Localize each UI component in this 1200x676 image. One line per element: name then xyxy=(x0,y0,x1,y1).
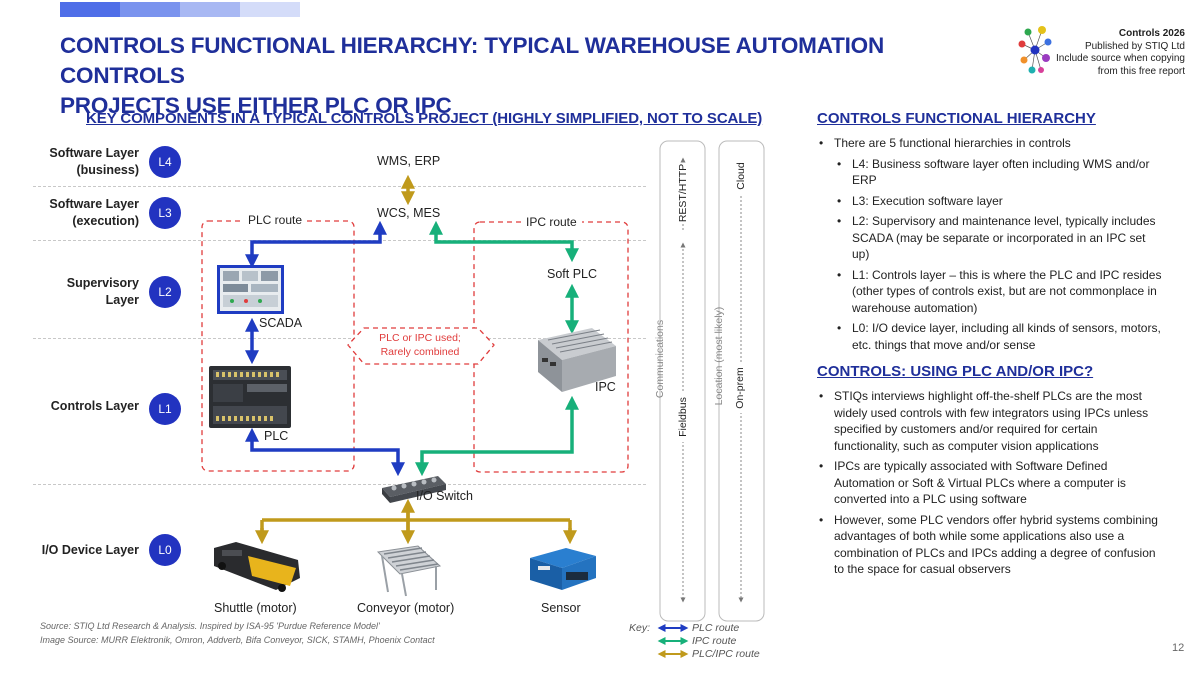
layer-divider xyxy=(33,338,646,339)
key-plc-ipc-label: PLC/IPC route xyxy=(692,648,760,660)
conveyor-icon xyxy=(376,545,442,597)
plc-route-label: PLC route xyxy=(243,213,308,227)
layer-badge-l1: L1 xyxy=(149,393,181,425)
communications-top-label: REST/HTTP xyxy=(677,163,689,223)
layer-l4-name: Software Layer xyxy=(49,146,139,160)
node-conveyor: Conveyor (motor) xyxy=(357,601,455,615)
layer-badge-l2: L2 xyxy=(149,276,181,308)
page-title-line-2: PROJECTS USE EITHER PLC OR IPC xyxy=(60,93,452,118)
header-bar-segment-1 xyxy=(60,2,120,17)
stiq-logo-icon xyxy=(1018,26,1052,74)
layer-label-l2: Supervisory Layer xyxy=(33,275,139,309)
source-note: Source: STIQ Ltd Research & Analysis. In… xyxy=(40,621,380,631)
layer-divider xyxy=(33,186,646,187)
bullet-item: L1: Controls layer – this is where the P… xyxy=(817,267,1162,317)
plc-ipc-heading: CONTROLS: USING PLC AND/OR IPC? xyxy=(817,363,1094,380)
page-title-line-1: CONTROLS FUNCTIONAL HIERARCHY: TYPICAL W… xyxy=(60,33,885,88)
location-bottom-label: On-prem xyxy=(734,363,746,413)
layer-l1-name: Controls Layer xyxy=(50,399,139,413)
blue-route-scada-wcs xyxy=(245,220,387,269)
plc-or-ipc-callout xyxy=(347,327,495,365)
brand-report-title: Controls 2026 xyxy=(1118,28,1185,39)
brand-publisher: Published by STIQ Ltd xyxy=(1084,40,1185,52)
bullet-item: There are 5 functional hierarchies in co… xyxy=(817,135,1162,152)
bullet-item: IPCs are typically associated with Softw… xyxy=(817,458,1162,508)
hierarchy-bullet-list: There are 5 functional hierarchies in co… xyxy=(817,135,1162,357)
plc-ipc-bullet-list: STIQs interviews highlight off-the-shelf… xyxy=(817,388,1162,582)
location-label: Location (most likely) xyxy=(713,306,725,406)
layer-l2-sub: Layer xyxy=(105,293,139,307)
plc-or-ipc-note-line1: PLC or IPC used; xyxy=(379,332,461,344)
industrial-pc-icon xyxy=(538,328,616,392)
key-plc-label: PLC route xyxy=(692,622,740,634)
header-bar-segment-2 xyxy=(120,2,180,17)
node-scada: SCADA xyxy=(259,316,303,330)
node-sensor: Sensor xyxy=(541,601,581,615)
layer-label-l1: Controls Layer xyxy=(33,398,139,415)
shuttle-icon xyxy=(214,542,300,592)
layer-l3-sub: (execution) xyxy=(72,214,139,228)
layer-divider xyxy=(33,484,646,485)
bullet-item: STIQs interviews highlight off-the-shelf… xyxy=(817,388,1162,454)
brand-notice: Controls 2026 Published by STIQ Ltd Incl… xyxy=(1025,28,1185,78)
brand-copy-note: Include source when copying xyxy=(1056,53,1185,64)
page-number: 12 xyxy=(1172,642,1185,654)
layer-label-l4: Software Layer (business) xyxy=(33,145,139,179)
bullet-item: L4: Business software layer often includ… xyxy=(817,156,1162,189)
diagram-heading: KEY COMPONENTS IN A TYPICAL CONTROLS PRO… xyxy=(86,110,763,127)
plc-or-ipc-note: PLC or IPC used; Rarely combined xyxy=(352,331,488,359)
io-switch-icon xyxy=(382,476,446,503)
key-ipc-label: IPC route xyxy=(692,635,737,647)
node-plc: PLC xyxy=(264,429,289,443)
layer-label-l0: I/O Device Layer xyxy=(33,542,139,559)
blue-route-plc-switch xyxy=(245,427,405,477)
header-bar-segment-4 xyxy=(240,2,300,17)
node-ipc: IPC xyxy=(595,380,616,394)
key-label: Key: xyxy=(629,622,651,634)
plc-unit-icon xyxy=(209,366,291,428)
green-route-wcs-softplc xyxy=(429,220,579,263)
header-bar-segment-3 xyxy=(180,2,240,17)
brand-free-report: from this free report xyxy=(1097,65,1185,77)
green-route-ipc-switch xyxy=(415,395,579,477)
layer-label-l3: Software Layer (execution) xyxy=(33,196,139,230)
location-top-label: Cloud xyxy=(735,156,747,196)
layer-l4-sub: (business) xyxy=(76,163,139,177)
layer-badge-l0: L0 xyxy=(149,534,181,566)
communications-bottom-label: Fieldbus xyxy=(677,392,689,442)
communications-label: Communications xyxy=(654,319,666,399)
gold-route-io xyxy=(260,503,572,535)
layer-l2-name: Supervisory xyxy=(66,276,139,290)
bullet-item: However, some PLC vendors offer hybrid s… xyxy=(817,512,1162,578)
node-wms-erp: WMS, ERP xyxy=(377,154,441,168)
bullet-item: L0: I/O device layer, including all kind… xyxy=(817,320,1162,353)
layer-l0-name: I/O Device Layer xyxy=(41,543,139,557)
plc-or-ipc-note-line2: Rarely combined xyxy=(380,346,460,358)
node-io-switch: I/O Switch xyxy=(416,489,473,503)
node-shuttle: Shuttle (motor) xyxy=(214,601,297,615)
layer-l3-name: Software Layer xyxy=(49,197,139,211)
page-title: CONTROLS FUNCTIONAL HIERARCHY: TYPICAL W… xyxy=(60,31,980,121)
bullet-item: L2: Supervisory and maintenance level, t… xyxy=(817,213,1162,263)
image-source-note: Image Source: MURR Elektronik, Omron, Ad… xyxy=(40,635,435,645)
layer-badge-l3: L3 xyxy=(149,197,181,229)
layer-badge-l4: L4 xyxy=(149,146,181,178)
hierarchy-heading: CONTROLS FUNCTIONAL HIERARCHY xyxy=(817,110,1096,127)
ipc-route-label: IPC route xyxy=(521,215,582,229)
sensor-icon xyxy=(530,548,596,590)
scada-screen-icon xyxy=(217,265,284,314)
bullet-item: L3: Execution software layer xyxy=(817,193,1162,210)
node-soft-plc: Soft PLC xyxy=(547,267,598,281)
node-wcs-mes: WCS, MES xyxy=(377,206,441,220)
